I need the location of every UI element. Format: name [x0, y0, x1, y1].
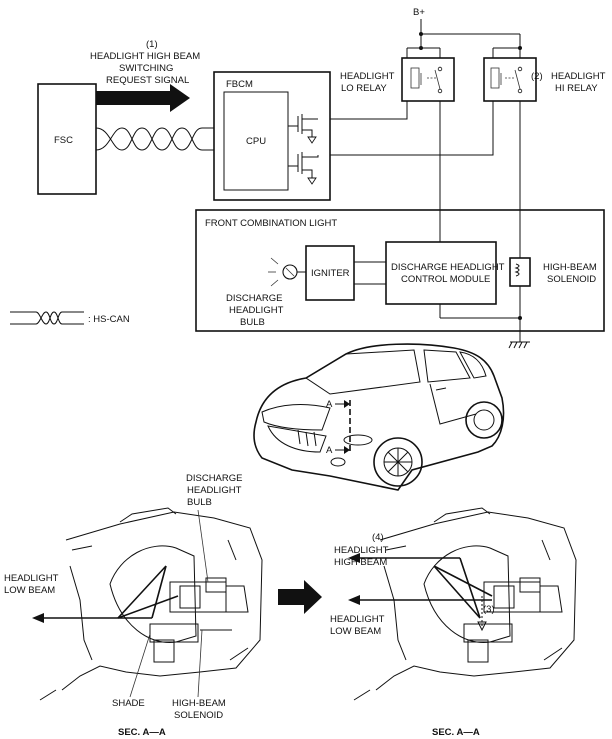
shade-mechanism-left: [149, 623, 199, 643]
lo-relay-label-1: HEADLIGHT: [340, 71, 395, 82]
section-left-bulb-label-2: HEADLIGHT: [187, 485, 242, 496]
hi-relay-number: (2): [531, 71, 543, 82]
section-right-mark-number: (3): [483, 604, 495, 615]
legend-label: : HS-CAN: [88, 314, 130, 325]
lamp-housing-left: [61, 511, 263, 691]
hs-can-legend-symbol: [10, 311, 84, 325]
fbcm-driver-upper: [288, 114, 318, 144]
solenoid-box: [509, 257, 531, 287]
section-left-beam-label-1: HEADLIGHT: [4, 573, 59, 584]
vehicle-hood-line: [261, 404, 331, 431]
vehicle-windshield: [305, 349, 421, 395]
section-left-solenoid-label-1: HIGH-BEAM: [172, 698, 226, 709]
hi-relay-box: [483, 57, 537, 102]
bulb-label-2: HEADLIGHT: [229, 305, 284, 316]
control-module-label-1: DISCHARGE HEADLIGHT: [391, 262, 505, 273]
hs-can-twisted-pair: [95, 127, 224, 151]
lo-relay-box: [401, 57, 455, 102]
solenoid-coil: [514, 263, 520, 277]
cpu-label: CPU: [246, 136, 266, 147]
fbcm-label: FBCM: [226, 79, 253, 90]
front-combination-label: FRONT COMBINATION LIGHT: [205, 218, 337, 229]
vehicle-grille: [267, 425, 327, 453]
section-right-low-label-2: LOW BEAM: [330, 626, 381, 637]
section-right-high-label-2: HIGH BEAM: [334, 557, 387, 568]
signal-number: (1): [146, 39, 158, 50]
igniter-box: [305, 245, 355, 301]
hi-relay-label-2: HI RELAY: [555, 83, 598, 94]
section-left-beam-label-2: LOW BEAM: [4, 585, 55, 596]
vehicle-door-line: [429, 383, 477, 425]
control-module-label-2: CONTROL MODULE: [401, 274, 490, 285]
signal-label-3: REQUEST SIGNAL: [106, 75, 189, 86]
lamp-housing-right: [375, 511, 577, 691]
beam-rays-right: [348, 553, 493, 632]
cpu-box: [223, 91, 289, 191]
fbcm-box: [213, 71, 331, 201]
section-left-shade-label: SHADE: [112, 698, 145, 709]
vehicle-headlight: [343, 434, 373, 446]
section-right-high-label-1: HEADLIGHT: [334, 545, 389, 556]
lo-relay-label-2: LO RELAY: [341, 83, 387, 94]
vehicle-grille-bars: [297, 429, 317, 447]
vehicle-fog-light: [330, 457, 346, 467]
ground-symbol: [508, 341, 530, 349]
bulb-housing-left: [169, 581, 227, 613]
lo-relay-contact: [434, 69, 441, 90]
vehicle-rear-window: [459, 351, 487, 379]
reflector-left: [109, 545, 197, 643]
fsc-label: FSC: [54, 135, 73, 146]
section-left-bulb-label-3: BULB: [187, 497, 212, 508]
signal-label-2: SWITCHING: [119, 63, 173, 74]
hi-relay-coil: [490, 67, 500, 89]
hi-relay-label-1: HEADLIGHT: [551, 71, 606, 82]
headlight-hi-relay: [483, 57, 537, 102]
control-module-box: [385, 241, 497, 305]
reflector-right: [423, 545, 511, 643]
vehicle-front-window: [423, 349, 471, 383]
headlight-lo-relay: [401, 57, 455, 102]
signal-label-1: HEADLIGHT HIGH BEAM: [90, 51, 200, 62]
section-left-bulb-label-1: DISCHARGE: [186, 473, 242, 484]
lo-relay-coil: [410, 67, 420, 89]
bulb-label-1: DISCHARGE: [226, 293, 282, 304]
hi-relay-control-wire: [318, 101, 494, 156]
fsc-box: [37, 83, 97, 195]
vehicle-front-wheel: [373, 437, 423, 487]
igniter-label: IGNITER: [311, 268, 350, 279]
bulb-housing-right: [483, 581, 541, 613]
bulb-label-3: BULB: [240, 317, 265, 328]
solenoid-label-2: SOLENOID: [547, 274, 596, 285]
section-right-caption: SEC. A—A: [432, 727, 480, 738]
low-beam-arrowhead-right: [348, 595, 360, 605]
signal-arrow: [84, 84, 190, 112]
section-marker-bottom: A: [326, 445, 333, 456]
lo-relay-control-wire: [318, 101, 408, 120]
shade-mechanism-right: [463, 623, 513, 643]
fbcm-driver-lower: [288, 152, 319, 185]
headlamp-section-left: [39, 507, 263, 701]
low-beam-rays-left: [32, 565, 179, 623]
vehicle-illustration: [253, 343, 505, 491]
discharge-bulb-symbol: [268, 257, 306, 287]
vehicle-rear-wheel: [465, 401, 503, 439]
section-right-beam-number: (4): [372, 532, 384, 543]
headlamp-section-right: [353, 507, 577, 701]
section-left-caption: SEC. A—A: [118, 727, 166, 738]
section-marker-top: A: [326, 399, 333, 410]
power-label: B+: [413, 7, 425, 18]
section-right-low-label-1: HEADLIGHT: [330, 614, 385, 625]
low-beam-arrowhead-left: [32, 613, 44, 623]
transition-arrow: [278, 580, 322, 614]
solenoid-label-1: HIGH-BEAM: [543, 262, 597, 273]
high-beam-arrowhead-right: [348, 553, 360, 563]
section-left-solenoid-label-2: SOLENOID: [174, 710, 223, 721]
hi-relay-contact: [514, 69, 521, 90]
